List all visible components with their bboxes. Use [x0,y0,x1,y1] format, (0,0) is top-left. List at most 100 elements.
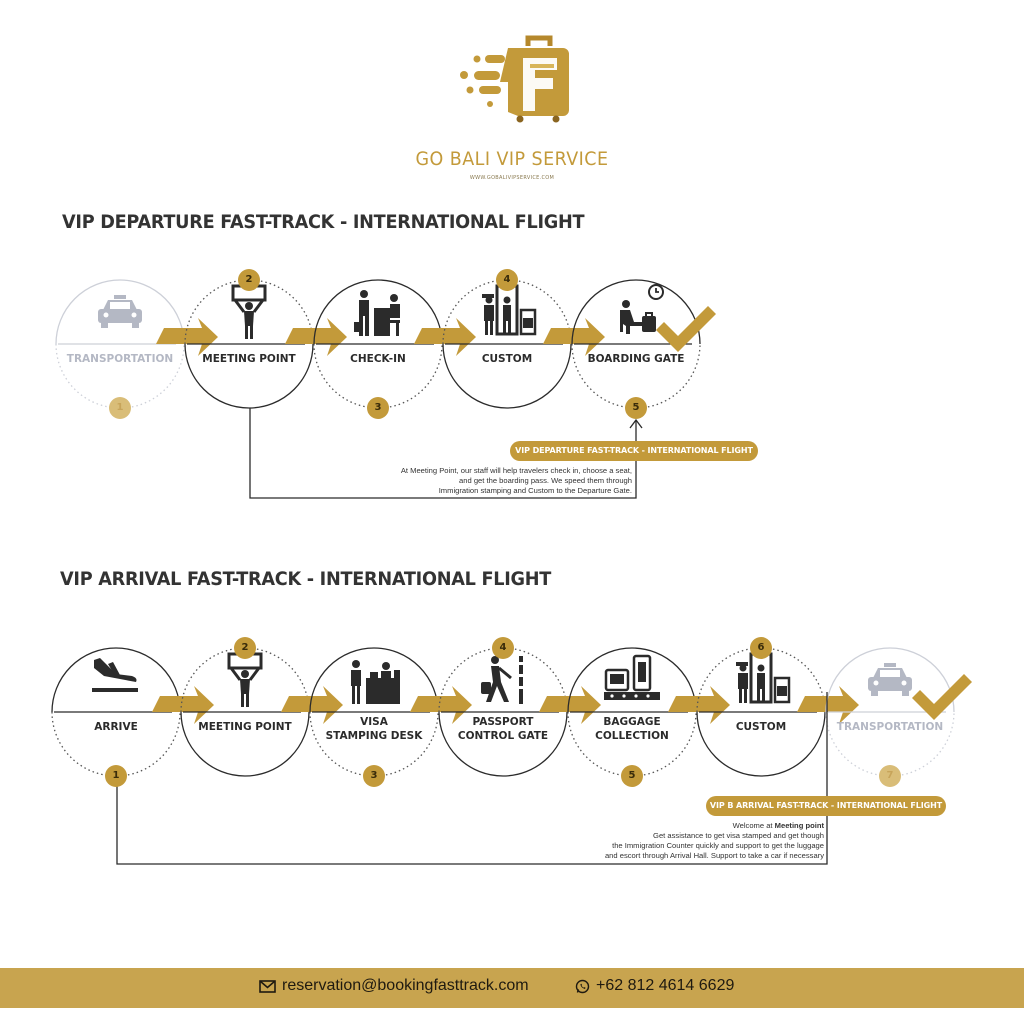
taxi-icon [868,663,912,696]
step-label-line: BOARDING GATE [587,353,685,365]
plane-landing-icon [92,658,138,692]
taxi-icon [98,295,142,328]
step-number: 2 [238,269,260,291]
step-number: 1 [105,765,127,787]
flow-arrow-icon [281,686,343,724]
step-ring-solid [180,711,310,777]
flow-arrow-icon [285,318,347,356]
step-ring-solid [55,279,185,345]
flow-arrow-icon [668,686,730,724]
departure-title: VIP DEPARTURE FAST-TRACK - INTERNATIONAL… [62,211,585,233]
step-number: 2 [234,637,256,659]
step-label: CHECK-IN [313,352,443,366]
step-ring-solid [442,343,572,409]
whatsapp-icon [575,979,590,993]
step-label-line: MEETING POINT [202,353,296,365]
note-welcome: Welcome at Meeting point [605,821,824,831]
flow-arrow-icon [539,686,601,724]
arr-diagram [51,647,972,865]
step-number: 4 [496,269,518,291]
step-ring-solid [571,279,701,345]
brand-header: GO BALI VIP SERVICE WWW.GOBALIVIPSERVICE… [0,28,1024,181]
note-line: and get the boarding pass. We speed them… [459,476,632,485]
checkmark-icon [656,306,716,352]
email-address: reservation@bookingfasttrack.com [282,977,529,994]
step-ring-solid [825,647,955,713]
flow-arrow-icon [152,686,214,724]
step-label-line: COLLECTION [595,730,669,742]
luggage-conveyor-icon [604,654,660,700]
step-number: 7 [879,765,901,787]
step-label: ARRIVE [51,720,181,734]
step-ring-solid [313,279,443,345]
step-label-line: STAMPING DESK [325,730,423,742]
note-line: and escort through Arrival Hall. Support… [604,851,824,860]
step-label: MEETING POINT [184,352,314,366]
step-number: 3 [367,397,389,419]
step-label-line: TRANSPORTATION [66,353,174,365]
stamping-desk-icon [351,660,400,704]
flow-arrow-icon [156,318,218,356]
note-line: At Meeting Point, our staff will help tr… [400,466,632,475]
arrival-title: VIP ARRIVAL FAST-TRACK - INTERNATIONAL F… [60,568,552,590]
step-number: 5 [625,397,647,419]
step-number: 3 [363,765,385,787]
waiting-passenger-icon [620,284,664,334]
step-number: 1 [109,397,131,419]
check-in-desk-icon [354,290,400,336]
envelope-icon [259,979,276,993]
step-label: BAGGAGE COLLECTION [567,715,697,743]
flow-arrow-icon [410,686,472,724]
note-welcome-bold: Meeting point [774,821,824,830]
step-ring-solid [51,647,181,713]
departure-note: At Meeting Point, our staff will help tr… [401,466,632,496]
step-label-line: CHECK-IN [350,353,406,365]
dep-diagram [55,279,716,499]
footer-phone[interactable]: +62 812 4614 6629 [575,977,734,995]
step-label-line: ARRIVE [94,721,138,733]
arrival-badge: VIP B ARRIVAL FAST-TRACK - INTERNATIONAL… [706,796,946,816]
brand-url: WWW.GOBALIVIPSERVICE.COM [469,175,555,181]
phone-number: +62 812 4614 6629 [596,977,735,994]
flow-arrow-icon [414,318,476,356]
note-welcome-text: Welcome at [732,821,775,830]
step-number: 5 [621,765,643,787]
contact-footer: reservation@bookingfasttrack.com +62 812… [0,968,1024,1008]
step-label: VISA STAMPING DESK [309,715,439,743]
departure-badge: VIP DEPARTURE FAST-TRACK - INTERNATIONAL… [510,441,758,461]
step-label-line: TRANSPORTATION [836,721,944,733]
step-label-line: BAGGAGE [603,716,661,728]
step-label: CUSTOM [696,720,826,734]
step-label-line: VISA [360,716,388,728]
note-line: Get assistance to get visa stamped and g… [653,831,824,840]
step-ring-solid [438,711,568,777]
sign-holder-icon [227,652,263,707]
step-label: BOARDING GATE [571,352,701,366]
checkmark-icon [912,674,972,720]
step-label: MEETING POINT [180,720,310,734]
step-label-line: CUSTOM [735,721,787,733]
step-number: 6 [750,637,772,659]
step-label: TRANSPORTATION [825,720,955,734]
flow-arrow-icon [797,686,859,724]
step-ring-solid [696,711,826,777]
step-ring-solid [567,647,697,713]
arrival-connector-line [116,692,828,865]
step-ring-solid [184,343,314,409]
footer-email[interactable]: reservation@bookingfasttrack.com [259,977,529,995]
suitcase-logo-icon [460,35,569,123]
security-scanner-icon [736,652,791,704]
connector-arrowhead-icon [629,418,643,429]
step-ring-solid [309,647,439,713]
step-label-line: MEETING POINT [198,721,292,733]
security-scanner-icon [482,284,537,336]
step-label-line: CUSTOM [481,353,533,365]
step-label: TRANSPORTATION [55,352,185,366]
step-number: 4 [492,637,514,659]
step-label-line: PASSPORT [472,716,534,728]
walking-traveler-icon [481,656,525,704]
flow-arrow-icon [543,318,605,356]
